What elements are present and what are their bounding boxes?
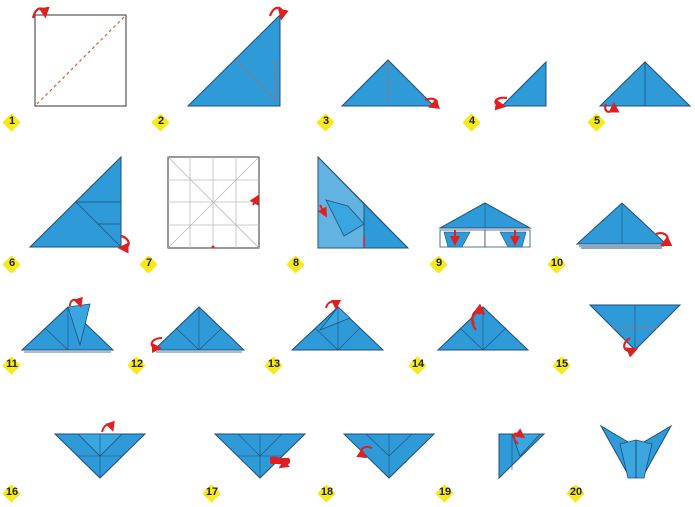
fold-arrow-icon — [494, 96, 508, 111]
step-number: 15 — [555, 358, 569, 370]
step-16-diagram — [53, 420, 147, 479]
step-number: 20 — [569, 486, 583, 498]
step-badge-10: 10 — [547, 255, 566, 274]
fold-arrow-icon — [31, 6, 50, 19]
step-badge-14: 14 — [408, 356, 427, 375]
step-badge-15: 15 — [552, 356, 571, 375]
fold-arrow-icon — [150, 337, 163, 353]
step-number: 1 — [8, 115, 16, 127]
fold-arrow-icon — [424, 97, 441, 109]
step-8-diagram — [317, 155, 410, 249]
fold-arrow-icon — [604, 101, 620, 113]
step-number: 17 — [205, 486, 219, 498]
step-18-diagram — [342, 433, 436, 479]
step-20-diagram — [599, 424, 673, 479]
step-number: 11 — [6, 358, 18, 370]
step-17-diagram — [213, 433, 307, 479]
step-9-diagram — [438, 202, 532, 248]
step-number: 9 — [435, 257, 443, 269]
step-5-diagram — [598, 61, 692, 113]
step-number: 10 — [550, 257, 564, 269]
step-number: 7 — [145, 257, 153, 269]
fold-arrow-icon — [512, 428, 526, 445]
step-number: 14 — [411, 358, 425, 370]
step-badge-7: 7 — [139, 255, 158, 274]
step-badge-18: 18 — [317, 484, 336, 503]
fold-arrow-icon — [117, 234, 130, 254]
fold-arrow-icon — [471, 311, 481, 325]
step-badge-3: 3 — [316, 113, 335, 132]
step-badge-12: 12 — [127, 356, 146, 375]
step-15-diagram — [588, 304, 682, 358]
step-badge-17: 17 — [202, 484, 221, 503]
fold-arrow-icon — [101, 420, 115, 433]
step-13-diagram — [290, 299, 385, 351]
step-4-diagram — [494, 60, 547, 111]
step-number: 8 — [292, 257, 300, 269]
step-7-diagram — [167, 156, 260, 249]
step-2-diagram — [186, 6, 289, 107]
fold-arrow-icon — [268, 6, 289, 21]
fold-arrow-icon — [249, 194, 259, 206]
step-19-diagram — [498, 428, 546, 480]
fold-arrow-icon — [325, 299, 341, 310]
fold-arrow-icon — [356, 446, 373, 459]
step-number: 6 — [8, 257, 16, 269]
step-badge-20: 20 — [566, 484, 585, 503]
step-badge-2: 2 — [151, 113, 170, 132]
step-3-diagram — [340, 59, 441, 109]
step-6-diagram — [28, 155, 130, 254]
step-badge-8: 8 — [286, 255, 305, 274]
step-12-diagram — [150, 306, 246, 353]
step-number: 4 — [468, 115, 476, 127]
step-14-diagram — [436, 303, 530, 351]
step-badge-16: 16 — [2, 484, 21, 503]
step-badge-13: 13 — [264, 356, 283, 375]
step-badge-9: 9 — [429, 255, 448, 274]
step-number: 19 — [438, 486, 452, 498]
step-number: 2 — [157, 115, 165, 127]
step-badge-19: 19 — [435, 484, 454, 503]
step-number: 5 — [593, 115, 601, 127]
fold-arrow-icon — [317, 204, 327, 218]
step-number: 18 — [320, 486, 334, 498]
step-badge-11: 11 — [2, 356, 21, 375]
fold-arrow-icon — [69, 296, 83, 308]
fold-arrow-icon — [655, 232, 673, 246]
step-number: 3 — [322, 115, 330, 127]
step-badge-6: 6 — [2, 255, 21, 274]
step-number: 13 — [267, 358, 281, 370]
fold-arrow-icon — [623, 337, 639, 358]
step-10-diagram — [575, 202, 673, 249]
step-badge-5: 5 — [587, 113, 606, 132]
step-1-diagram — [31, 6, 127, 107]
step-badge-4: 4 — [462, 113, 481, 132]
step-11-diagram — [20, 296, 115, 353]
step-number: 12 — [130, 358, 144, 370]
step-number: 16 — [5, 486, 19, 498]
step-badge-1: 1 — [2, 113, 21, 132]
